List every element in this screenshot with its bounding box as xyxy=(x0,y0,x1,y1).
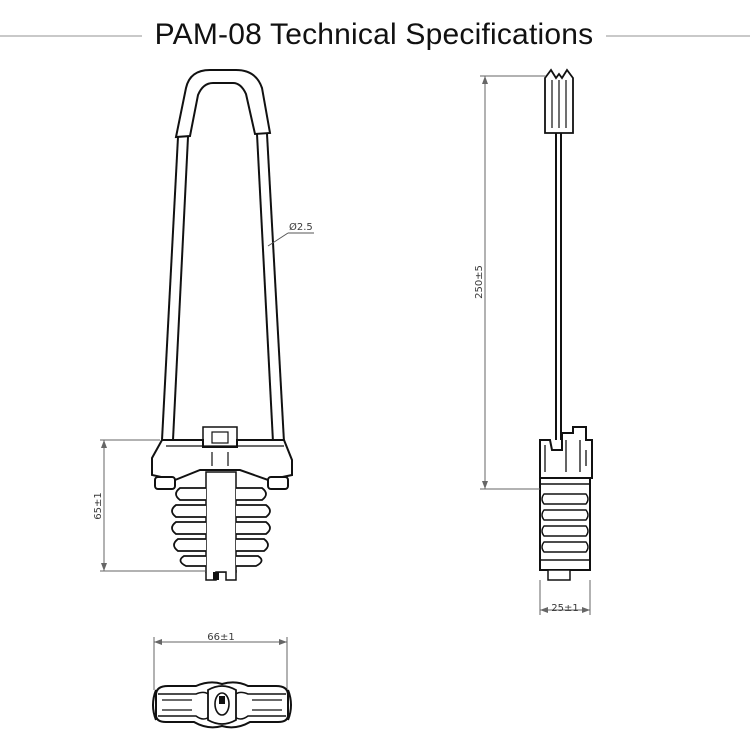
dim-body-thickness xyxy=(539,580,591,615)
front-lug-left xyxy=(154,476,176,490)
front-cap-slot xyxy=(211,431,229,444)
body-height-label: 65±1 xyxy=(93,492,104,519)
title-rule-left xyxy=(0,35,142,37)
side-wedge-detail xyxy=(544,440,587,472)
side-body xyxy=(539,477,591,571)
front-core xyxy=(205,471,237,573)
front-fins-right xyxy=(236,487,271,567)
top-end-right xyxy=(287,689,292,721)
side-ribs xyxy=(540,483,590,561)
front-fins-left xyxy=(171,487,206,567)
body-width-label: 66±1 xyxy=(207,632,234,643)
page-title: PAM-08 Technical Specifications xyxy=(154,18,594,51)
diameter-leader xyxy=(267,232,289,247)
front-bottom-tab xyxy=(205,570,237,581)
total-length-label: 250±5 xyxy=(474,265,485,299)
diameter-label: Ø2.5 xyxy=(289,221,313,233)
dim-total-length xyxy=(480,75,546,490)
body-thickness-label: 25±1 xyxy=(551,603,578,614)
front-wire-left-a xyxy=(161,136,179,441)
front-wire-right-a xyxy=(256,133,274,443)
top-end-left xyxy=(152,689,157,721)
title-bar: PAM-08 Technical Specifications xyxy=(0,12,750,58)
front-wedge-inner xyxy=(166,445,284,466)
front-hook xyxy=(174,69,272,139)
front-wire-right-b xyxy=(266,133,285,443)
side-view xyxy=(480,68,593,615)
title-rule-right xyxy=(606,35,750,37)
front-bottom-dot xyxy=(213,572,219,580)
top-view xyxy=(152,637,292,729)
front-wire-left-b xyxy=(172,136,189,441)
side-bottom-foot xyxy=(547,569,571,581)
front-view xyxy=(100,69,314,581)
front-lug-right xyxy=(267,476,289,490)
dim-body-height xyxy=(100,439,206,572)
dim-body-width xyxy=(153,637,288,690)
